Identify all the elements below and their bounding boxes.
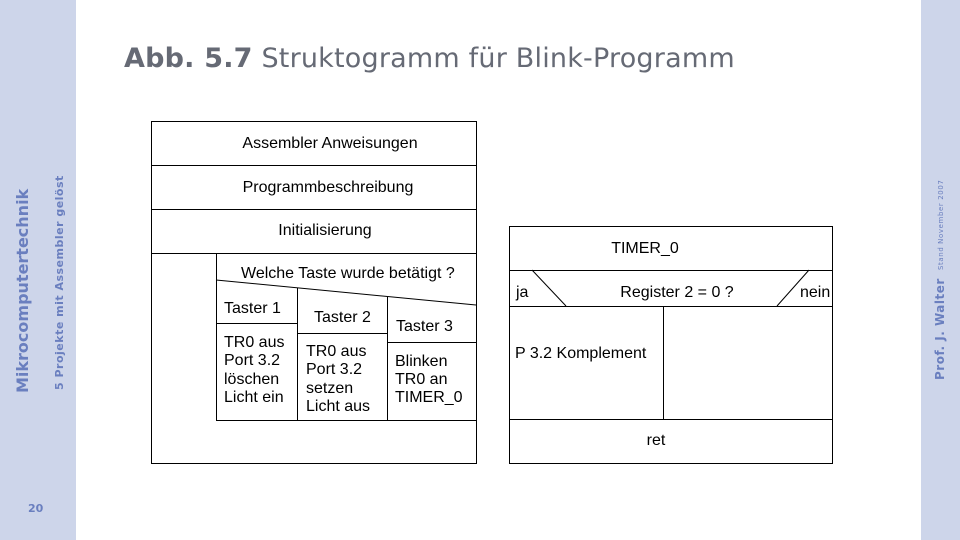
left-sidebar — [0, 0, 76, 540]
case-1-line-2: Port 3.2 — [224, 352, 280, 369]
case-2-label: Taster 2 — [314, 309, 371, 326]
decision-left-diagonal — [531, 269, 567, 307]
return-statement: ret — [647, 432, 666, 449]
case-2-line-1: TR0 aus — [306, 343, 366, 360]
case-3-line-3: TIMER_0 — [395, 389, 463, 406]
decision-condition: Register 2 = 0 ? — [620, 284, 734, 301]
case-3-line-1: Blinken — [395, 353, 447, 370]
right-sidebar — [921, 0, 960, 540]
header-row-3: Initialisierung — [278, 222, 371, 239]
decision-yes-label: ja — [515, 284, 529, 301]
slide-title: Abb. 5.7 Struktogramm für Blink-Programm — [124, 43, 735, 74]
header-row-2: Programmbeschreibung — [243, 179, 414, 196]
case-1-line-4: Licht ein — [224, 389, 284, 406]
left-diagram-frame — [151, 121, 477, 464]
case-2-line-2: Port 3.2 — [306, 361, 362, 378]
case-2-line-4: Licht aus — [306, 398, 370, 415]
decision-no-label: nein — [800, 284, 830, 301]
decision-right-diagonal — [776, 269, 810, 307]
right-diagram-frame — [509, 226, 833, 464]
case-slant-line — [215, 279, 477, 306]
case-1-line-3: löschen — [224, 371, 279, 388]
figure-label: Abb. 5.7 — [124, 43, 253, 74]
header-row-1: Assembler Anweisungen — [242, 135, 417, 152]
timer-title: TIMER_0 — [611, 240, 679, 257]
case-1-label: Taster 1 — [224, 300, 281, 317]
case-3-label: Taster 3 — [396, 318, 453, 335]
case-question: Welche Taste wurde betätigt ? — [241, 265, 455, 282]
case-2-line-3: setzen — [306, 380, 353, 397]
case-3-line-2: TR0 an — [395, 371, 447, 388]
figure-caption: Struktogramm für Blink-Programm — [261, 43, 735, 74]
page-number: 20 — [28, 502, 44, 515]
yes-branch-action: P 3.2 Komplement — [515, 345, 647, 362]
case-1-line-1: TR0 aus — [224, 334, 284, 351]
